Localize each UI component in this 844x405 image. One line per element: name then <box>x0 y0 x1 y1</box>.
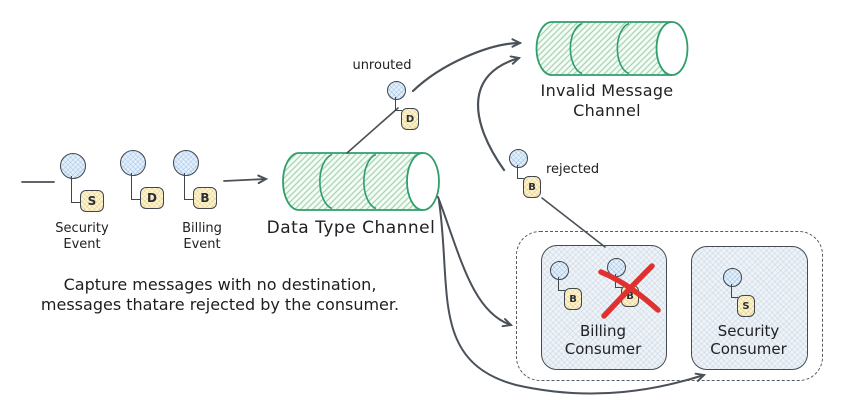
message-circle-icon <box>387 81 406 100</box>
message-stem <box>731 284 738 298</box>
message-type-badge: S <box>737 295 755 317</box>
consumers-group-container <box>516 231 823 381</box>
message-type-badge: B <box>193 187 217 209</box>
message-type-badge: B <box>621 285 639 307</box>
rejected-label: rejected <box>546 162 600 177</box>
message-circle-icon <box>120 150 146 176</box>
message-circle-icon <box>550 261 569 280</box>
unrouted-label: unrouted <box>352 58 412 73</box>
message-type-badge: D <box>401 108 419 130</box>
invalid-message-channel-cylinder <box>535 21 689 76</box>
invalid-channel-body <box>536 22 672 75</box>
arrow-rejected-to-invalid-channel <box>476 55 522 172</box>
invalid-message-channel-label: Invalid Message Channel <box>540 81 674 120</box>
message-circle-icon <box>723 268 742 287</box>
caption-line-2: messages thatare rejected by the consume… <box>40 295 400 314</box>
data-type-channel-cylinder <box>282 152 440 211</box>
message-type-badge: D <box>140 187 164 209</box>
security-consumer-label: Security Consumer <box>710 322 787 359</box>
arrow-unrouted-to-invalid-channel <box>411 38 523 93</box>
message-stem <box>131 173 141 200</box>
message-circle-icon <box>60 153 86 179</box>
invalid-channel-ring <box>569 22 583 75</box>
line-channel-to-unrouted-message <box>346 107 399 154</box>
arrow-channel-to-billing-consumer <box>437 196 514 328</box>
message-type-badge: S <box>80 190 104 212</box>
message-stem <box>71 176 81 203</box>
data-type-channel-endcap <box>406 152 440 211</box>
message-stem <box>184 173 194 200</box>
caption-text: Capture messages with no destination, me… <box>0 275 440 315</box>
message-type-badge: B <box>564 288 582 310</box>
message-circle-icon <box>509 149 528 168</box>
invalid-channel-outline <box>535 21 672 76</box>
billing-consumer-label: Billing Consumer <box>564 322 642 359</box>
line-rejected-to-billing-consumer <box>541 197 606 248</box>
invalid-channel-ring <box>616 22 630 75</box>
message-stem <box>517 165 524 179</box>
message-stem <box>558 277 565 291</box>
invalid-channel-endcap <box>655 21 689 76</box>
caption-line-1: Capture messages with no destination, <box>63 275 377 294</box>
message-circle-icon <box>173 150 199 176</box>
arrow-producers-to-data-type-channel <box>223 174 269 185</box>
data-type-channel-ring <box>319 153 333 210</box>
message-stem <box>395 97 402 111</box>
data-type-channel-body <box>283 153 423 210</box>
data-type-channel-ring <box>363 153 377 210</box>
arrow-channel-to-security-consumer <box>438 200 707 395</box>
message-type-badge: B <box>523 176 541 198</box>
message-stem <box>615 274 622 288</box>
data-type-channel-label: Data Type Channel <box>266 218 436 238</box>
billing-event-label: Billing Event <box>182 221 222 252</box>
data-type-channel-outline <box>282 152 423 211</box>
security-event-label: Security Event <box>55 221 109 252</box>
